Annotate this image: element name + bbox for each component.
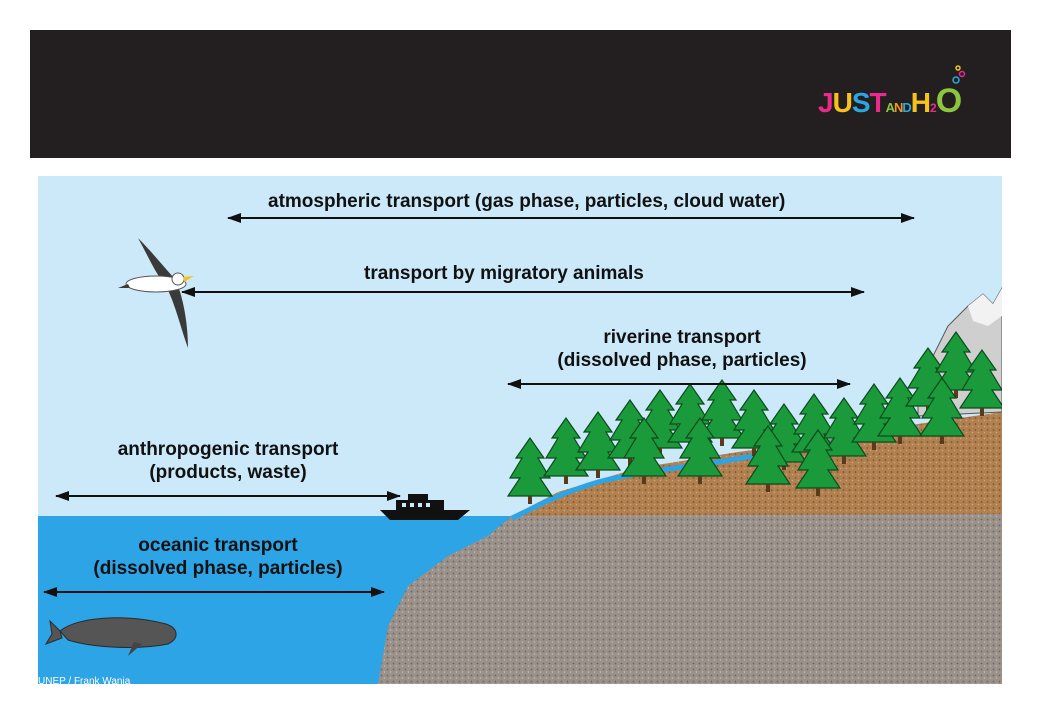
anthropogenic-line-2: (products, waste) xyxy=(149,462,307,483)
transport-diagram: atmospheric transport (gas phase, partic… xyxy=(38,176,1002,684)
oceanic-line-1: oceanic transport xyxy=(138,535,298,556)
header-bar xyxy=(30,30,1011,158)
logo-letter: U xyxy=(832,87,853,118)
diagram-illustration xyxy=(38,176,1002,684)
ship-icon xyxy=(380,494,470,520)
whale-icon xyxy=(44,617,177,656)
logo-letter: S xyxy=(851,87,871,118)
atmospheric-transport-label: atmospheric transport (gas phase, partic… xyxy=(268,191,786,212)
logo-letter: J xyxy=(818,87,834,118)
logo-letter: D xyxy=(902,100,911,115)
oceanic-transport-label: oceanic transport (dissolved phase, part… xyxy=(58,534,378,580)
riverine-line-1: riverine transport xyxy=(603,327,761,348)
riverine-transport-label: riverine transport (dissolved phase, par… xyxy=(522,326,842,372)
anthropogenic-transport-label: anthropogenic transport (products, waste… xyxy=(78,438,378,484)
albatross-icon xyxy=(118,238,194,348)
oceanic-line-2: (dissolved phase, particles) xyxy=(93,558,343,579)
migratory-transport-label: transport by migratory animals xyxy=(364,263,644,284)
logo-letter: 2 xyxy=(930,101,937,115)
logo-letter: O xyxy=(935,82,962,120)
rock-cliff xyxy=(378,514,1002,684)
anthropogenic-line-1: anthropogenic transport xyxy=(117,439,339,460)
image-credit: UNEP / Frank Wania xyxy=(38,676,131,687)
logo-letter: T xyxy=(869,87,887,118)
logo-letter: H xyxy=(910,87,931,118)
riverine-line-2: (dissolved phase, particles) xyxy=(557,350,807,371)
logo-wordmark: JUSTANDH2O xyxy=(818,82,962,121)
logo-bubbles-icon xyxy=(952,65,966,84)
just-and-h2o-logo: JUSTANDH2O xyxy=(818,64,978,124)
logo-letter: A xyxy=(885,100,895,115)
logo-letter: N xyxy=(894,100,903,115)
